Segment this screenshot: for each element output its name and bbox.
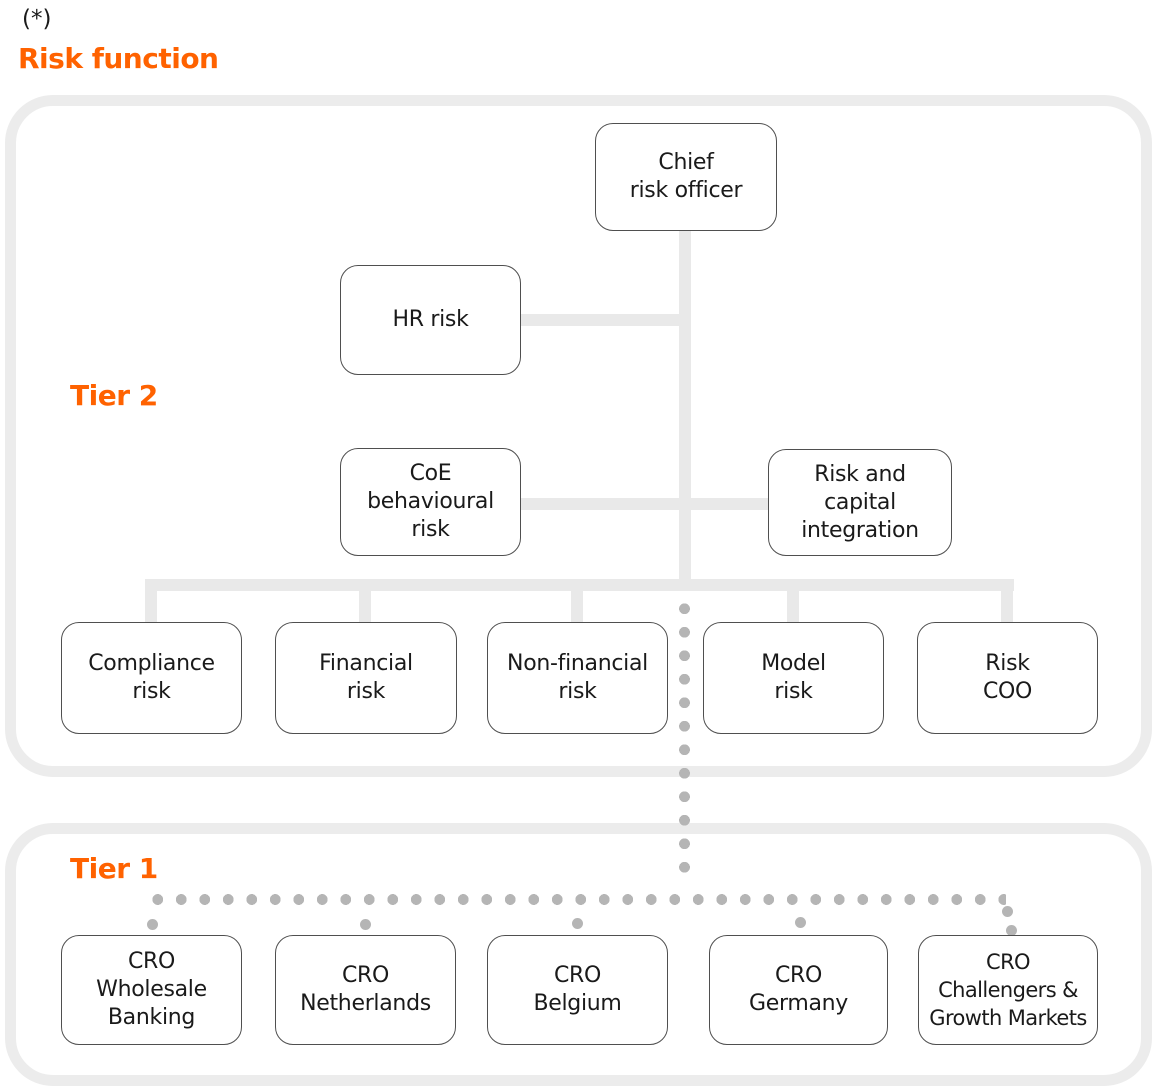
node-label: CRO Wholesale Banking [96,949,207,1030]
node-cro-belgium: CRO Belgium [487,935,668,1045]
dotted-drop-cro-challengers-1 [1002,906,1013,917]
connector-bus-horizontal [145,579,1014,591]
node-compliance-risk: Compliance risk [61,622,242,734]
node-label: Model risk [761,651,826,704]
connector-drop-model [787,591,799,622]
dotted-drop-cro-belgium [572,918,583,929]
node-cro-challengers-growth-markets: CRO Challengers & Growth Markets [918,935,1098,1045]
node-label: Financial risk [319,651,413,704]
node-label: CRO Netherlands [300,963,431,1016]
dotted-drop-cro-netherlands [360,919,371,930]
node-chief-risk-officer: Chief risk officer [595,123,777,231]
node-label: CRO Germany [748,963,849,1016]
connector-drop-compliance [145,591,157,622]
connector-drop-non-financial [571,591,583,622]
node-model-risk: Model risk [703,622,884,734]
connector-drop-risk-coo [1001,591,1013,622]
dotted-connector-horizontal [146,894,1006,905]
node-label: Risk COO [982,651,1033,704]
note-marker: (*) [22,6,52,32]
dotted-drop-cro-challengers-2 [1006,925,1017,936]
connector-cro-vertical [679,231,691,586]
node-label: HR risk [392,307,469,332]
node-risk-coo: Risk COO [917,622,1098,734]
tier2-panel [5,95,1152,777]
node-label: Non-financial risk [507,651,648,704]
node-label: Compliance risk [88,651,215,704]
tier1-panel [5,823,1152,1086]
dotted-drop-cro-germany [795,917,806,928]
node-risk-and-capital-integration: Risk and capital integration [768,449,952,556]
node-label: CoE behavioural risk [367,461,494,542]
connector-risk-capital-integration [691,498,768,510]
node-financial-risk: Financial risk [275,622,457,734]
connector-coe-behavioural [521,498,679,510]
connector-hr-risk [521,314,679,326]
node-coe-behavioural-risk: CoE behavioural risk [340,448,521,556]
page-title: Risk function [18,42,219,75]
node-cro-netherlands: CRO Netherlands [275,935,456,1045]
dotted-drop-cro-wholesale [147,919,158,930]
node-hr-risk: HR risk [340,265,521,375]
node-label: Risk and capital integration [801,461,919,543]
node-non-financial-risk: Non-financial risk [487,622,668,734]
tier2-label: Tier 2 [70,379,158,412]
node-label: Chief risk officer [629,150,743,203]
node-cro-germany: CRO Germany [709,935,888,1045]
node-cro-wholesale-banking: CRO Wholesale Banking [61,935,242,1045]
dotted-connector-vertical [679,597,690,882]
tier1-label: Tier 1 [70,852,158,885]
node-label: CRO Challengers & Growth Markets [929,950,1087,1030]
node-label: CRO Belgium [533,963,622,1016]
connector-drop-financial [359,591,371,622]
